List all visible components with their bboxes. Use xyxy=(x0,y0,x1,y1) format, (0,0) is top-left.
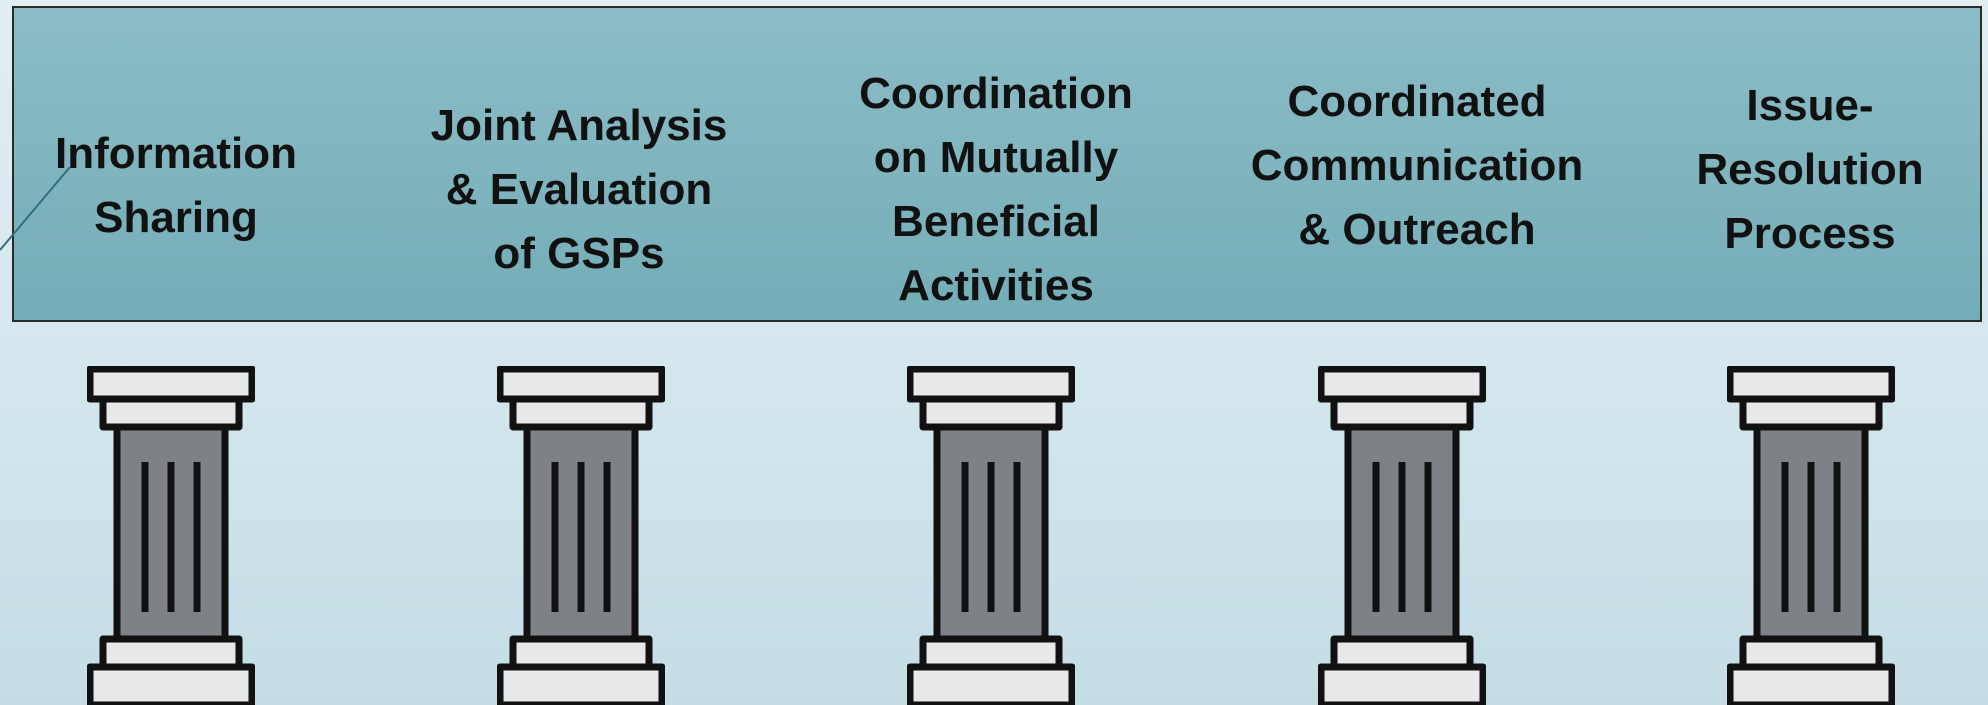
pillar-icon xyxy=(907,366,1075,705)
pillar-label-coordination: Coordination on Mutually Beneficial Acti… xyxy=(859,69,1133,310)
pillar-icon xyxy=(87,366,255,705)
pillar-label-issue-resolution: Issue- Resolution Process xyxy=(1696,81,1924,258)
pillar-label-joint-analysis: Joint Analysis & Evaluation of GSPs xyxy=(430,101,728,278)
pillar-icon xyxy=(497,366,665,705)
pillar-icon xyxy=(1727,366,1895,705)
pillar-label-communication-outreach: Coordinated Communication & Outreach xyxy=(1250,77,1584,254)
pillar-label-information-sharing: Information Sharing xyxy=(55,129,297,242)
pillars-banner xyxy=(12,6,1982,322)
pillar-icon xyxy=(1318,366,1486,705)
